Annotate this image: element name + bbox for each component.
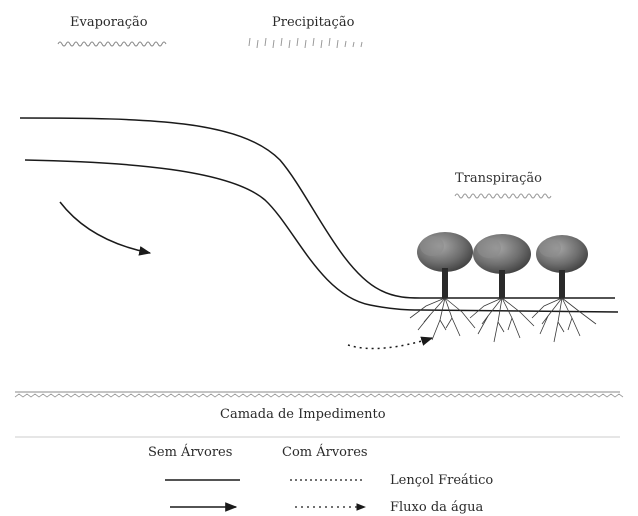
tree-2 [473,234,531,298]
legend-water-table-label: Lençol Freático [390,473,493,488]
legend-without-trees-header: Sem Árvores [148,444,232,460]
impermeable-layer-hatch [14,391,624,398]
legend-water-flow-label: Fluxo da água [390,500,483,515]
tree-roots [409,297,597,343]
water-table-lower-line [24,159,619,313]
precipitation-label: Precipitação [272,15,355,30]
impermeable-layer-label: Camada de Impedimento [220,407,386,422]
water-flow-arrow-dotted [347,336,434,350]
evaporation-label: Evaporação [70,15,148,30]
water-table-upper-line [19,117,615,299]
water-flow-arrow-solid [59,201,152,256]
evaporation-squiggle [57,41,167,47]
transpiration-squiggle [454,193,552,199]
legend-with-trees-header: Com Árvores [282,444,368,460]
transpiration-label: Transpiração [455,171,542,186]
precipitation-drops [248,37,363,49]
tree-3 [536,235,588,298]
legend: Sem Árvores Com Árvores Lençol Freático … [148,444,493,515]
tree-1 [417,232,473,298]
